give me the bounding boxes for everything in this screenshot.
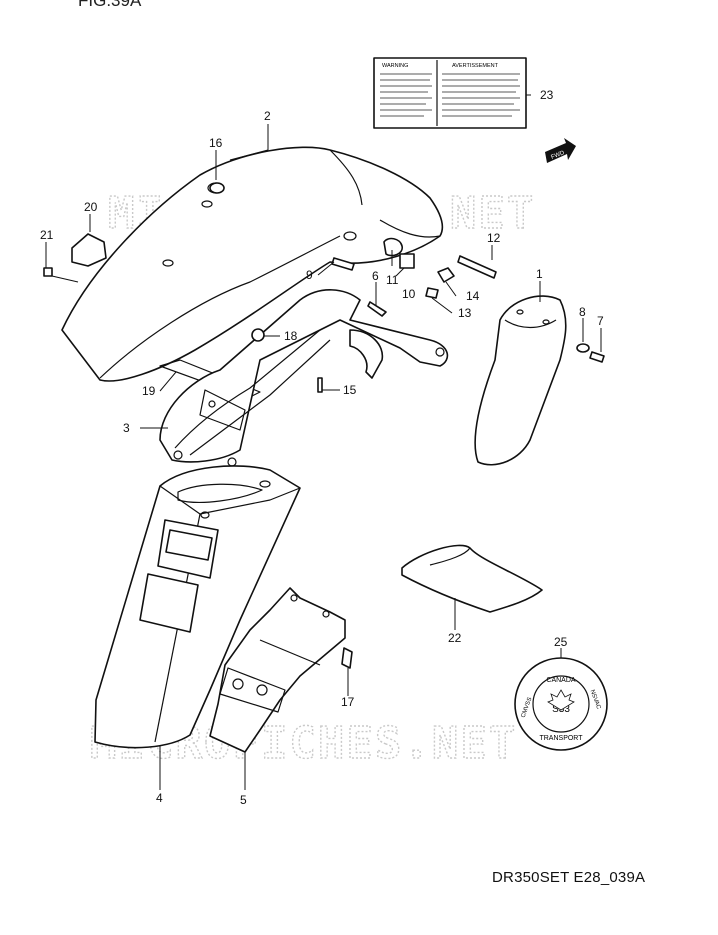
callout-17: 17 xyxy=(341,695,355,709)
callout-4: 4 xyxy=(156,791,163,805)
seal-bottom-text: TRANSPORT xyxy=(539,735,583,742)
callout-2: 2 xyxy=(264,109,271,123)
callout-21: 21 xyxy=(40,228,54,242)
leader-lines xyxy=(45,94,602,790)
diagram-code: DR350SET E28_039A xyxy=(492,869,646,886)
callout-14: 14 xyxy=(466,289,480,303)
license-bracket-part xyxy=(209,587,346,753)
callout-5: 5 xyxy=(240,793,247,807)
callout-11: 11 xyxy=(386,273,399,287)
callout-9: 9 xyxy=(306,268,313,282)
seal-top-text: CANADA xyxy=(546,677,576,684)
callout-labels: 1 2 3 4 5 6 7 8 9 10 11 12 13 14 15 16 1… xyxy=(40,88,604,807)
callout-12: 12 xyxy=(487,231,501,245)
callout-15: 15 xyxy=(343,383,357,397)
callout-22: 22 xyxy=(448,631,462,645)
callout-19: 19 xyxy=(142,384,156,398)
mudflap-part xyxy=(474,295,567,466)
fwd-arrow-icon: FWD xyxy=(545,138,576,163)
callout-7: 7 xyxy=(597,314,604,328)
warning-left-heading: WARNING xyxy=(382,63,408,69)
rear-carrier-part xyxy=(159,289,449,467)
tool-bag-part xyxy=(401,544,543,613)
callout-25: 25 xyxy=(554,635,568,649)
callout-13: 13 xyxy=(458,306,472,320)
callout-6: 6 xyxy=(372,269,379,283)
warning-right-heading: AVERTISSEMENT xyxy=(452,63,499,69)
canada-seal: CANADA S33 CMVSS NSVAC TRANSPORT xyxy=(514,657,608,751)
callout-20: 20 xyxy=(84,200,98,214)
callout-10: 10 xyxy=(402,287,416,301)
callout-1: 1 xyxy=(536,267,543,281)
callout-3: 3 xyxy=(123,421,130,435)
rear-fender-lower-part xyxy=(94,465,301,749)
callout-23: 23 xyxy=(540,88,554,102)
fwd-label: FWD xyxy=(550,150,566,161)
figure-header: FIG.39A xyxy=(78,0,142,10)
callout-18: 18 xyxy=(284,329,298,343)
callout-8: 8 xyxy=(579,305,586,319)
small-hardware xyxy=(43,182,605,669)
warning-label-part: WARNING AVERTISSEMENT xyxy=(373,57,527,129)
callout-16: 16 xyxy=(209,136,223,150)
